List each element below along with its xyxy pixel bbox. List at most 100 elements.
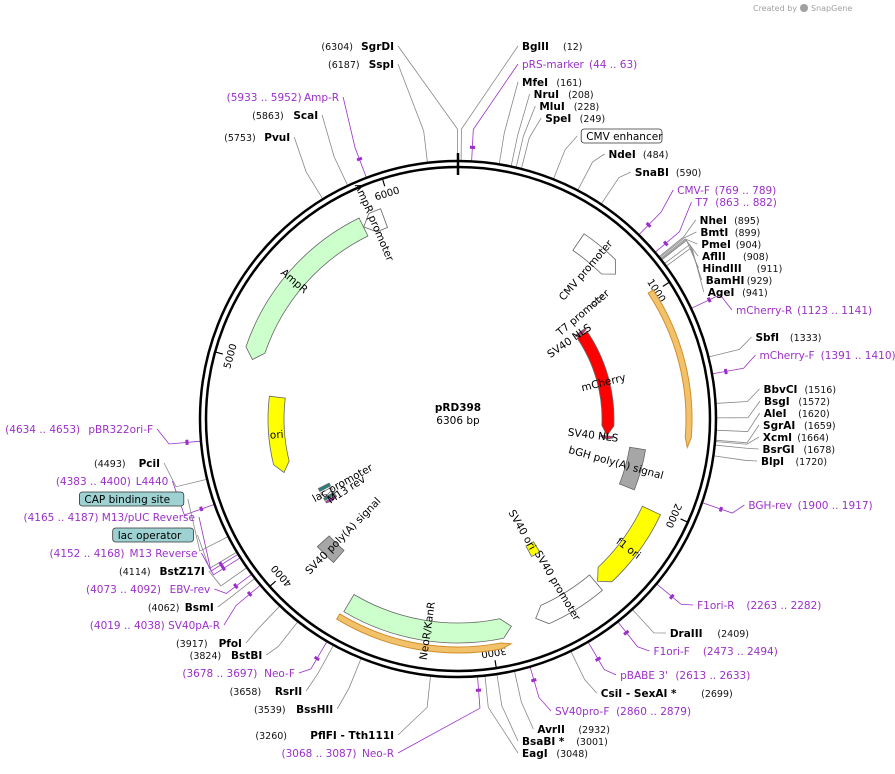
feature-sv40-nls[interactable] <box>574 327 587 338</box>
site-label-bmti[interactable]: BmtI(899) <box>700 227 760 239</box>
leader-line <box>665 246 705 293</box>
site-label-bbvci[interactable]: BbvCI(1516) <box>763 384 836 396</box>
site-label-bsshii[interactable]: BssHII(3539) <box>254 704 333 716</box>
site-label-cmv-enhancer[interactable]: CMV enhancer <box>580 128 663 144</box>
feature-mcherry[interactable] <box>576 330 615 437</box>
label-position: (4383 .. 4400) <box>56 476 131 488</box>
site-label-alei[interactable]: AleI(1620) <box>764 408 830 420</box>
site-label-ndei[interactable]: NdeI(484) <box>608 149 668 161</box>
site-label-bsrgi[interactable]: BsrGI(1678) <box>763 444 836 456</box>
site-label-bamhi[interactable]: BamHI(929) <box>706 275 773 287</box>
leader-line <box>711 354 756 375</box>
feature-sv40-ori[interactable] <box>525 541 541 558</box>
site-label-pbr322ori-f[interactable]: pBR322ori-F(4634 .. 4653) <box>5 424 153 436</box>
site-label-mlui[interactable]: MluI(228) <box>539 101 599 113</box>
label-name: T7 <box>694 197 708 209</box>
site-label-sv40pro-f[interactable]: SV40pro-F(2860 .. 2879) <box>555 706 691 718</box>
site-label-mcherry-f[interactable]: mCherry-F(1391 .. 1410) <box>760 350 895 362</box>
site-label-rsrii[interactable]: RsrII(3658) <box>230 686 303 698</box>
site-label-pmei[interactable]: PmeI(904) <box>701 239 761 251</box>
feature-ori[interactable] <box>267 395 290 474</box>
feature-ampr[interactable] <box>245 217 369 361</box>
site-label-ebv-rev[interactable]: EBV-rev(4073 .. 4092) <box>86 584 210 596</box>
label-position: (4165 .. 4187) <box>23 512 98 524</box>
site-label-bgh-rev[interactable]: BGH-rev(1900 .. 1917) <box>748 500 872 512</box>
feature-cmv-promoter[interactable] <box>572 233 616 275</box>
site-label-bsabi[interactable]: BsaBI *(3001) <box>522 736 608 748</box>
site-label-xcmi[interactable]: XcmI(1664) <box>763 432 829 444</box>
tick-mark <box>494 660 497 669</box>
site-label-bglii[interactable]: BglII(12) <box>522 41 583 53</box>
label-name: SV40pro-F <box>555 706 609 718</box>
site-label-cmv-f[interactable]: CMV-F(769 .. 789) <box>677 185 776 197</box>
leader-line <box>510 93 531 167</box>
label-position: (4073 .. 4092) <box>86 584 161 596</box>
feature-m13-rev[interactable] <box>325 494 338 504</box>
site-label-nhei[interactable]: NheI(895) <box>700 215 760 227</box>
site-label-neo-r[interactable]: Neo-R(3068 .. 3087) <box>282 748 395 760</box>
site-label-aflii[interactable]: AflII(908) <box>702 251 769 263</box>
site-label-mfei[interactable]: MfeI(161) <box>522 77 582 89</box>
feature-sv40-nls[interactable] <box>600 434 614 440</box>
site-label-sv40pa-r[interactable]: SV40pA-R(4019 .. 4038) <box>90 620 220 632</box>
site-label-lac-operator[interactable]: lac operator <box>112 527 194 543</box>
feature-t7-promoter[interactable] <box>589 294 604 308</box>
label-name: BsmI <box>185 602 214 614</box>
site-label-bstbi[interactable]: BstBI(3824) <box>190 650 263 662</box>
site-label-bstz17i[interactable]: BstZ17I(4114) <box>119 566 205 578</box>
site-label-bsgi[interactable]: BsgI(1572) <box>764 396 830 408</box>
site-label-sgrdi[interactable]: SgrDI(6304) <box>321 41 394 53</box>
feature-lac-promoter[interactable] <box>320 486 333 496</box>
site-label-csii-sexai[interactable]: CsiI - SexAI *(2699) <box>601 688 733 700</box>
site-label-pflfi-tth111i[interactable]: PflFI - Tth111I(3260) <box>255 730 394 742</box>
feature-cap-binding-site[interactable] <box>317 482 331 492</box>
site-label-neo-f[interactable]: Neo-F(3678 .. 3697) <box>182 668 295 680</box>
site-label-pbabe-3[interactable]: pBABE 3'(2613 .. 2633) <box>620 670 750 682</box>
site-label-avrii[interactable]: AvrII(2932) <box>537 724 610 736</box>
site-label-l4440[interactable]: L4440(4383 .. 4400) <box>56 476 169 488</box>
site-label-snabi[interactable]: SnaBI(590) <box>635 167 702 179</box>
site-label-pvui[interactable]: PvuI(5753) <box>224 132 290 144</box>
site-label-m13-reverse[interactable]: M13 Reverse(4152 .. 4168) <box>50 548 198 560</box>
site-label-m13-puc-reverse[interactable]: M13/pUC Reverse(4165 .. 4187) <box>23 512 194 524</box>
label-name: PvuI <box>264 132 290 144</box>
label-name: HindIII <box>703 263 742 275</box>
site-label-pfoi[interactable]: PfoI(3917) <box>176 638 242 650</box>
site-label-mcherry-r[interactable]: mCherry-R(1123 .. 1141) <box>736 305 872 317</box>
feature-bgh-poly-a-signal[interactable] <box>618 446 646 491</box>
feature-sv40-poly-a-signal[interactable] <box>316 535 345 564</box>
site-label-blpi[interactable]: BlpI(1720) <box>761 456 827 468</box>
site-label-draiii[interactable]: DraIII(2409) <box>670 628 749 640</box>
feature-ampr-promoter[interactable] <box>363 208 389 233</box>
leader-line <box>214 573 253 594</box>
site-label-scai[interactable]: ScaI(5863) <box>252 110 318 122</box>
site-label-prs-marker[interactable]: pRS-marker(44 .. 63) <box>522 59 637 71</box>
site-label-amp-r[interactable]: Amp-R(5933 .. 5952) <box>227 92 340 104</box>
site-label-sbfi[interactable]: SbfI(1333) <box>756 332 822 344</box>
site-label-bsmi[interactable]: BsmI(4062) <box>148 602 214 614</box>
feature-sv40-promoter[interactable] <box>535 574 603 625</box>
label-box <box>79 491 185 507</box>
site-label-sgrai[interactable]: SgrAI(1659) <box>763 420 836 432</box>
leader-line <box>600 171 632 205</box>
site-label-cap-binding-site[interactable]: CAP binding site <box>79 491 185 507</box>
site-label-sspi[interactable]: SspI(6187) <box>328 59 394 71</box>
label-name: Neo-R <box>362 748 394 760</box>
leader-line <box>496 673 519 742</box>
plasmid-name: pRD398 <box>435 402 481 414</box>
site-label-pcii[interactable]: PciI(4493) <box>94 458 160 470</box>
site-label-eagi[interactable]: EagI(3048) <box>522 748 588 760</box>
tick-mark <box>662 281 670 287</box>
feature-neor-kanr[interactable] <box>343 593 512 644</box>
feature-label-ori: ori <box>269 429 284 442</box>
leader-line <box>484 675 519 754</box>
feature-lac-operator[interactable] <box>323 491 336 502</box>
site-label-spei[interactable]: SpeI(249) <box>545 113 605 125</box>
site-label-f1ori-r[interactable]: F1ori-R(2263 .. 2282) <box>697 600 821 612</box>
site-label-t7[interactable]: T7(863 .. 882) <box>694 197 776 209</box>
site-label-nrui[interactable]: NruI(208) <box>534 89 594 101</box>
site-label-f1ori-f[interactable]: F1ori-F(2473 .. 2494) <box>654 646 778 658</box>
feature-f1-ori[interactable] <box>597 505 662 583</box>
site-label-agei[interactable]: AgeI(941) <box>708 287 768 299</box>
site-label-hindiii[interactable]: HindIII(911) <box>703 263 783 275</box>
